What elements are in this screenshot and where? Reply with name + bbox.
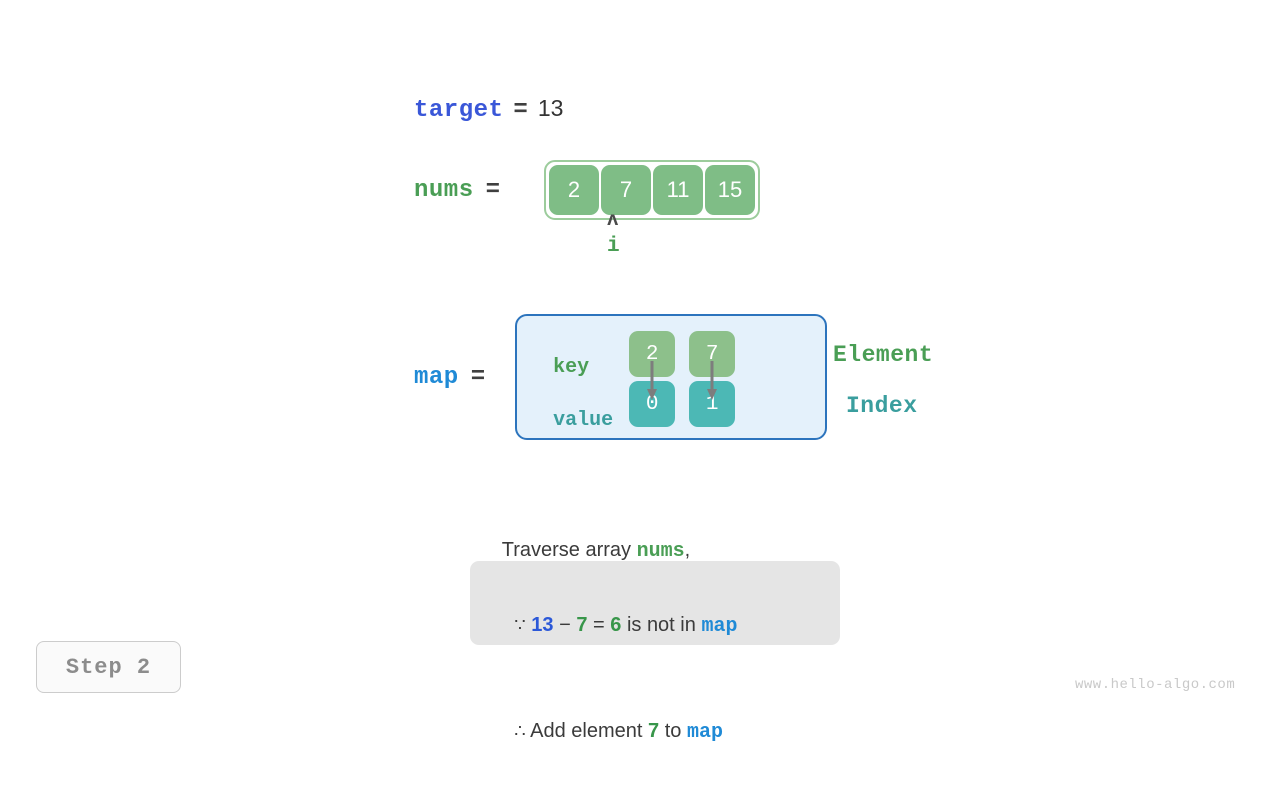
- map-value-cell[interactable]: 1: [689, 381, 736, 427]
- callout-complement-value: 6: [610, 614, 622, 636]
- map-container: key value 2 7 0 1: [515, 314, 828, 440]
- minus-operator: −: [559, 614, 571, 636]
- caption-keyword-nums: nums: [636, 540, 685, 563]
- index-legend-label: Index: [846, 393, 918, 419]
- callout-added-element: 7: [648, 720, 660, 742]
- callout-line1-text: is not in: [626, 614, 696, 636]
- map-label-group: map =: [414, 314, 495, 440]
- array-cell[interactable]: 15: [705, 165, 756, 215]
- map-value-row-label: value: [553, 409, 614, 432]
- nums-equals-sign: =: [485, 176, 501, 204]
- target-variable-name: target: [414, 97, 504, 124]
- caption-prefix: Traverse array: [501, 539, 637, 561]
- therefore-symbol: ∴: [514, 721, 526, 741]
- callout-current-element: 7: [576, 614, 588, 636]
- target-equals-sign: =: [513, 97, 528, 124]
- watermark: www.hello-algo.com: [1075, 677, 1236, 693]
- target-row: target = 13: [414, 95, 563, 124]
- callout-line-2: ∴ Add element 7 to map: [492, 679, 840, 785]
- equals-operator: =: [593, 614, 605, 636]
- caption-text: Traverse array nums,: [491, 516, 690, 563]
- array-cell[interactable]: 7: [601, 165, 652, 215]
- explanation-callout: ∵ 13 − 7 = 6 is not in map ∴ Add element…: [470, 561, 840, 744]
- array-container: 2 7 11 15: [544, 160, 761, 220]
- target-value: 13: [537, 95, 564, 121]
- pointer-caret-icon: ʌ: [607, 209, 619, 231]
- map-equals-sign: =: [470, 363, 486, 391]
- callout-map-keyword: map: [686, 721, 723, 744]
- nums-variable-name: nums: [414, 176, 474, 204]
- element-legend-label: Element: [833, 342, 934, 368]
- key-to-value-arrow-icon: [707, 361, 718, 400]
- map-variable-name: map: [414, 363, 459, 391]
- callout-map-keyword: map: [701, 615, 738, 638]
- nums-row: nums = 2 7 11 15: [414, 160, 761, 220]
- key-to-value-arrow-icon: [647, 361, 658, 400]
- array-cell[interactable]: 2: [549, 165, 600, 215]
- callout-target-value: 13: [531, 614, 554, 636]
- callout-line2-text-after: to: [664, 720, 682, 742]
- because-symbol: ∵: [514, 615, 526, 635]
- map-value-cell[interactable]: 0: [629, 381, 676, 427]
- step-badge: Step 2: [36, 641, 181, 693]
- map-row: map = key value 2 7 0 1: [414, 314, 828, 440]
- caption-suffix: ,: [684, 539, 691, 561]
- array-cell[interactable]: 11: [653, 165, 704, 215]
- callout-line2-text-before: Add element: [530, 720, 643, 742]
- callout-line-1: ∵ 13 − 7 = 6 is not in map: [492, 573, 840, 679]
- map-key-row-label: key: [553, 356, 590, 379]
- pointer-index-label: i: [607, 235, 620, 258]
